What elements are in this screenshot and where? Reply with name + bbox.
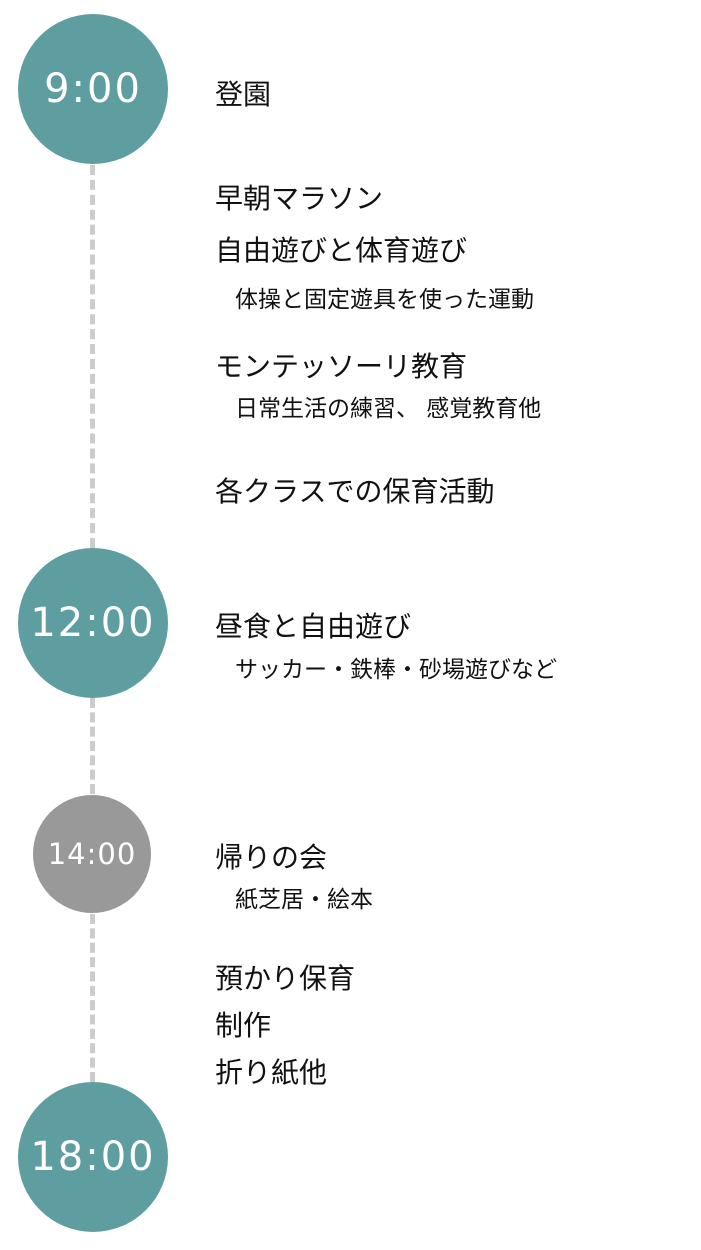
activity-origami: 折り紙他 [215,1056,328,1089]
activity-lunch-detail: サッカー・鉄棒・砂場遊びなど [235,657,557,683]
time-label: 14:00 [47,837,137,871]
activity-class: 各クラスでの保育活動 [215,475,495,508]
time-label: 9:00 [44,66,142,112]
activity-free-play-detail: 体操と固定遊具を使った運動 [235,287,534,313]
time-marker-14: 14:00 [33,795,151,913]
activity-lunch: 昼食と自由遊び [215,610,412,643]
timeline-connector [90,698,95,794]
timeline-connector [90,914,95,1082]
activity-montessori-detail: 日常生活の練習、 感覚教育他 [235,396,542,422]
time-label: 12:00 [30,600,156,646]
time-label: 18:00 [30,1134,156,1180]
activity-montessori: モンテッソーリ教育 [215,350,468,383]
activity-closing: 帰りの会 [215,841,328,874]
activity-arrival: 登園 [215,78,272,111]
activity-free-play: 自由遊びと体育遊び [215,234,468,267]
timeline-connector [90,165,95,548]
activity-closing-detail: 紙芝居・絵本 [235,887,373,913]
activity-marathon: 早朝マラソン [215,182,384,215]
time-marker-9: 9:00 [18,14,168,164]
activity-craft: 制作 [215,1009,272,1042]
time-marker-12: 12:00 [18,548,168,698]
activity-extended-care: 預かり保育 [215,962,356,995]
time-marker-18: 18:00 [18,1082,168,1232]
